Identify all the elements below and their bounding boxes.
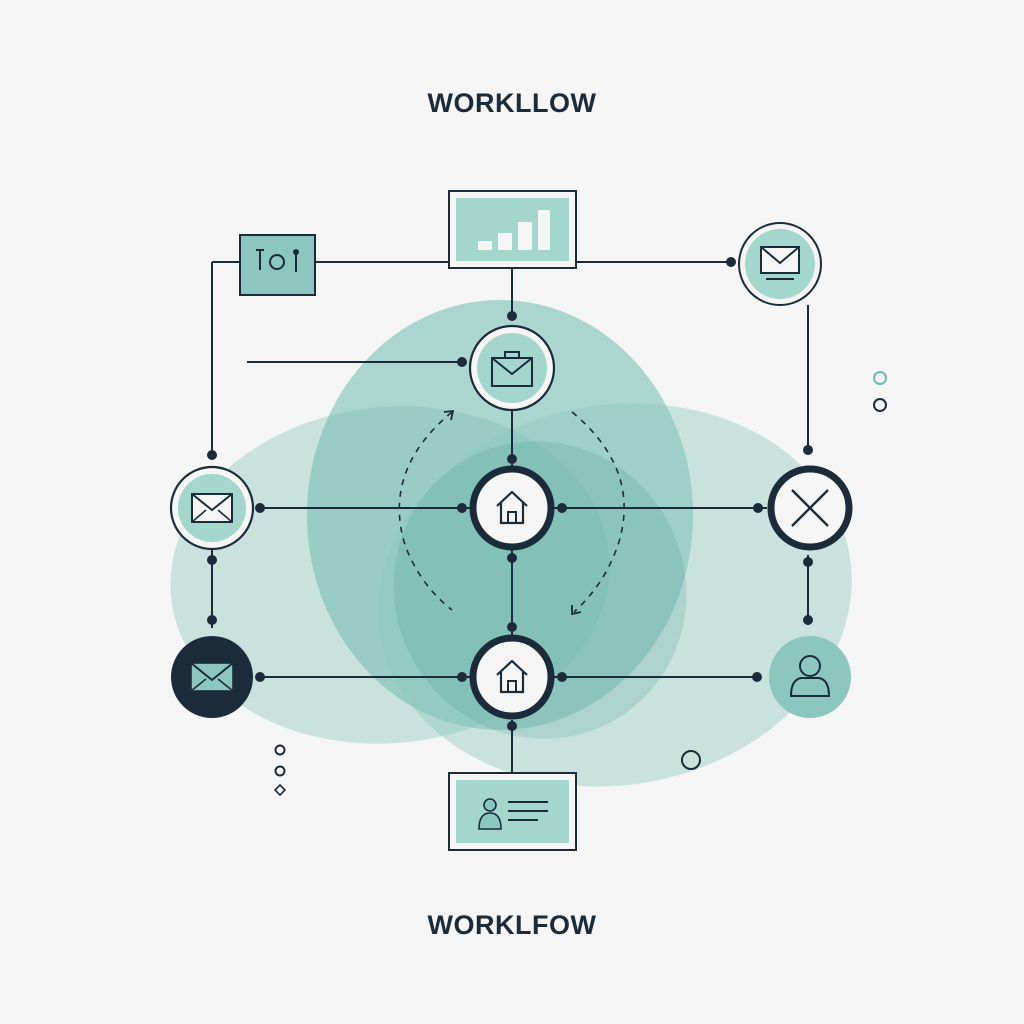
junction-dot (803, 557, 813, 567)
home-node-bottom (469, 634, 555, 720)
close-node-right (767, 465, 853, 551)
deco-circle-icon (681, 750, 701, 770)
user-icon (789, 655, 831, 697)
close-icon (791, 489, 829, 527)
junction-dot (207, 555, 217, 565)
junction-dot (726, 257, 736, 267)
deco-circle-icon (873, 371, 887, 385)
cycle-arrow-right (571, 411, 625, 613)
junction-dot (507, 454, 517, 464)
home-node-center (469, 465, 555, 551)
junction-dot (457, 672, 467, 682)
envelope-icon (191, 493, 233, 523)
junction-dot (507, 311, 517, 321)
junction-dot (507, 721, 517, 731)
cycle-arrow-left (398, 411, 453, 611)
user-node-right (769, 636, 851, 718)
settings-toggle-icon (256, 249, 299, 272)
junction-dot (753, 503, 763, 513)
junction-dot (457, 503, 467, 513)
mail-node-dark (171, 636, 253, 718)
diagram-title-bottom: WORKLFOW (427, 910, 597, 940)
junction-dots (207, 257, 813, 731)
arrowhead-icon (443, 409, 455, 421)
junction-dot (557, 672, 567, 682)
junction-dot (507, 622, 517, 632)
junction-dot (507, 553, 517, 563)
junction-dot (255, 672, 265, 682)
deco-diamond-icon (273, 783, 287, 797)
profile-card-icon (478, 798, 548, 830)
bar-chart-icon (478, 210, 550, 250)
deco-circle-icon (274, 765, 286, 777)
junction-dot (752, 672, 762, 682)
mail-node-top-right (738, 222, 822, 306)
chart-panel (448, 190, 577, 269)
junction-dot (207, 450, 217, 460)
cycle-arrows (398, 411, 625, 613)
junction-dot (207, 615, 217, 625)
mail-node-left (169, 465, 255, 551)
junction-dot (255, 503, 265, 513)
envelope-icon (760, 246, 800, 280)
arrowhead-icon (571, 605, 582, 616)
junction-dot (803, 615, 813, 625)
envelope-icon (190, 662, 234, 692)
settings-panel (239, 234, 316, 296)
junction-dot (557, 503, 567, 513)
envelope-icon (491, 351, 533, 387)
blob-overlap (393, 441, 687, 739)
diagram-title-top: WORKLLOW (427, 88, 597, 118)
profile-card (448, 772, 577, 851)
junction-dot (803, 445, 813, 455)
deco-circle-icon (274, 744, 286, 756)
cycle-arrowheads (443, 409, 582, 616)
decorative-marks (273, 371, 887, 797)
junction-dot (457, 357, 467, 367)
deco-circle-icon (873, 398, 887, 412)
mail-node-center (468, 324, 556, 412)
